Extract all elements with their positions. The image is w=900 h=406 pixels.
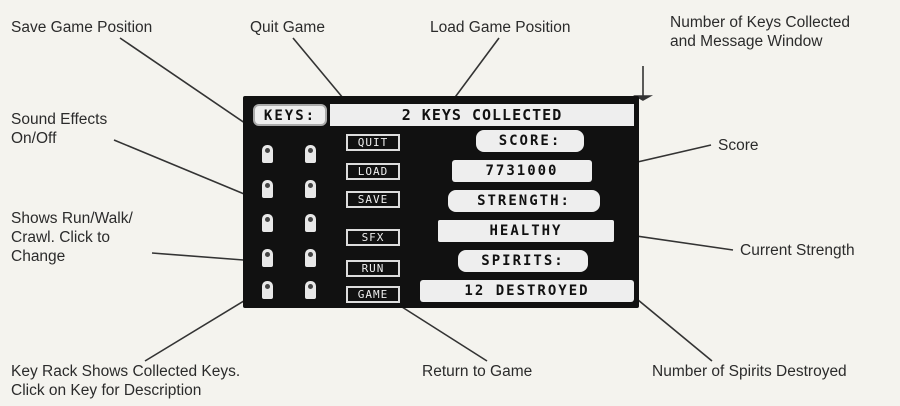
callout-score: Score (718, 137, 759, 154)
sfx-button[interactable]: SFX (346, 229, 400, 246)
key-icon[interactable] (305, 281, 316, 299)
save-button[interactable]: SAVE (346, 191, 400, 208)
key-icon[interactable] (262, 249, 273, 267)
key-icon[interactable] (305, 214, 316, 232)
key-icon[interactable] (305, 145, 316, 163)
keys-label: KEYS: (253, 104, 327, 126)
spirits-label: SPIRITS: (458, 250, 588, 272)
callout-key-rack-line1: Key Rack Shows Collected Keys. (11, 363, 241, 380)
callout-load-game-position: Load Game Position (430, 19, 571, 36)
score-label: SCORE: (476, 130, 584, 152)
callout-key-rack-line2: Click on Key for Description (11, 382, 202, 399)
key-icon[interactable] (262, 145, 273, 163)
callout-key-rack: Key Rack Shows Collected Keys. Click on … (11, 362, 240, 400)
callout-keys-collected-line1: Number of Keys Collected (670, 14, 851, 31)
run-button[interactable]: RUN (346, 260, 400, 277)
load-button[interactable]: LOAD (346, 163, 400, 180)
callout-spirits-destroyed: Number of Spirits Destroyed (652, 363, 847, 380)
callout-sound-effects-line2: On/Off (11, 130, 57, 147)
key-icon[interactable] (262, 214, 273, 232)
callout-sound-effects-line1: Sound Effects (11, 111, 108, 128)
callout-sound-effects: Sound Effects On/Off (11, 110, 107, 148)
message-window: 2 KEYS COLLECTED (330, 104, 634, 126)
score-value: 7731000 (452, 160, 592, 182)
quit-button[interactable]: QUIT (346, 134, 400, 151)
key-icon[interactable] (305, 180, 316, 198)
callout-keys-collected-message-window: Number of Keys Collected and Message Win… (670, 13, 850, 51)
strength-label: STRENGTH: (448, 190, 600, 212)
callout-keys-collected-line2: and Message Window (670, 33, 823, 50)
callout-run-walk-line2: Crawl. Click to (11, 229, 111, 246)
callout-save-game-position: Save Game Position (11, 19, 153, 36)
strength-value: HEALTHY (438, 220, 614, 242)
key-icon[interactable] (305, 249, 316, 267)
callout-quit-game: Quit Game (250, 19, 325, 36)
game-button[interactable]: GAME (346, 286, 400, 303)
key-icon[interactable] (262, 281, 273, 299)
spirits-value: 12 DESTROYED (420, 280, 634, 302)
callout-return-to-game: Return to Game (422, 363, 533, 380)
callout-run-walk-crawl: Shows Run/Walk/ Crawl. Click to Change (11, 209, 133, 266)
callout-run-walk-line3: Change (11, 248, 66, 265)
key-icon[interactable] (262, 180, 273, 198)
callout-run-walk-line1: Shows Run/Walk/ (11, 210, 133, 227)
callout-current-strength: Current Strength (740, 242, 855, 259)
